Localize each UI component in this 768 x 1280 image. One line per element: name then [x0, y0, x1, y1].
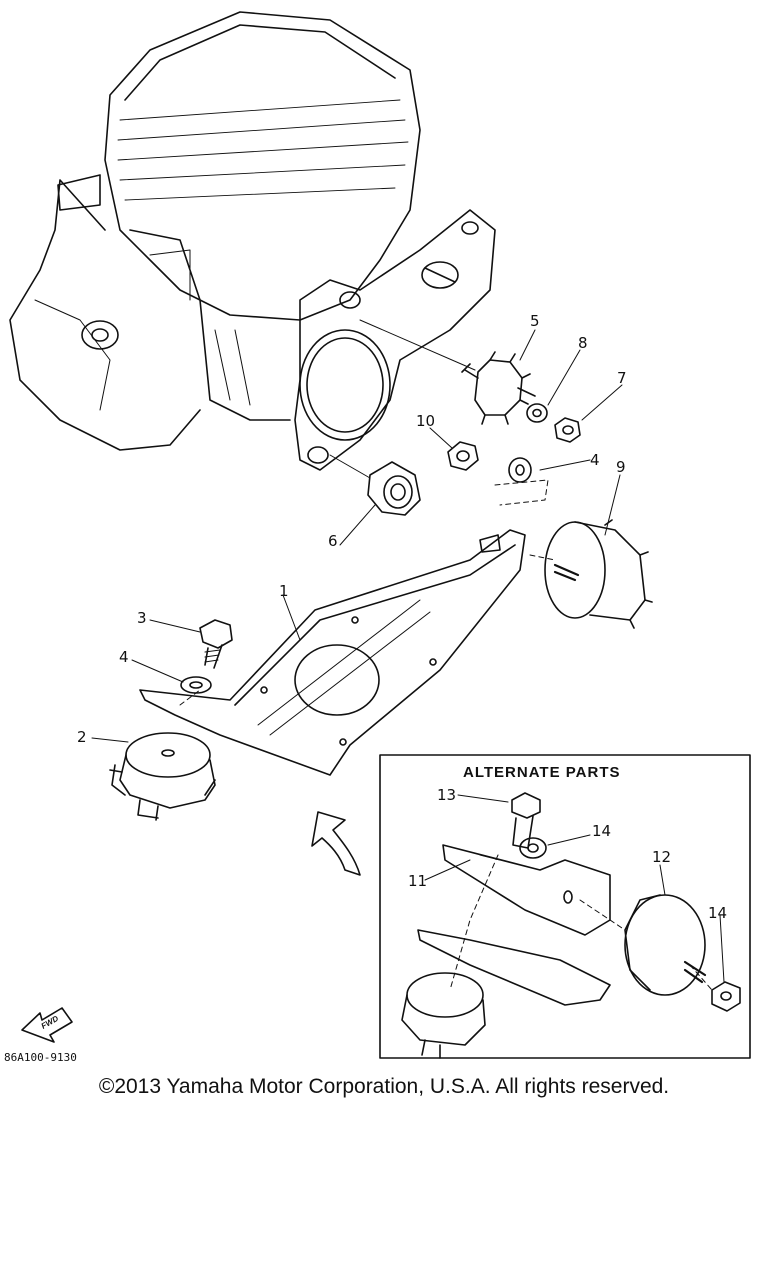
- fwd-label: FWD: [40, 1014, 60, 1031]
- part-14-nut-right: [711, 981, 741, 1012]
- alternate-plate: [417, 929, 611, 1006]
- engine-block: [9, 11, 421, 451]
- part-11-bracket: [442, 844, 611, 936]
- part-4-washer-lower: [180, 676, 212, 694]
- callout-3: 3: [137, 609, 147, 627]
- callout-14-right: 14: [708, 904, 727, 922]
- callout-1: 1: [279, 582, 289, 600]
- callout-2: 2: [77, 728, 87, 746]
- part-14-nut-upper: [519, 837, 547, 859]
- callout-13: 13: [437, 786, 456, 804]
- part-7-nut: [554, 417, 581, 443]
- part-12-mount: [624, 894, 707, 996]
- callout-9: 9: [616, 458, 626, 476]
- part-9-mount: [544, 519, 653, 629]
- part-6-bushing: [329, 454, 421, 516]
- callout-5: 5: [530, 312, 540, 330]
- fwd-arrow-icon: [21, 1007, 73, 1043]
- callout-12: 12: [652, 848, 671, 866]
- part-10-nut: [447, 441, 479, 471]
- callout-10: 10: [416, 412, 435, 430]
- alternate-lower-mount: [401, 972, 486, 1059]
- callout-7: 7: [617, 369, 627, 387]
- diagram-code: 86A100-9130: [4, 1051, 77, 1064]
- callout-4-lower: 4: [119, 648, 129, 666]
- part-1-bracket: [139, 529, 526, 776]
- parts-diagram: 5 8 7 10 4 9 6 1 3 4 2 ALTERNATE PARTS 1…: [4, 11, 751, 1064]
- part-8-washer: [526, 403, 548, 423]
- part-5-damper: [359, 319, 536, 425]
- alternate-guides: [449, 854, 713, 991]
- part-13-bolt: [511, 792, 541, 849]
- assembly-arrow: [311, 811, 361, 876]
- alternate-parts-box: [379, 754, 751, 1059]
- leader-lines: [91, 329, 725, 983]
- callout-11: 11: [408, 872, 427, 890]
- part-3-bolt: [199, 619, 233, 669]
- callout-14-upper: 14: [592, 822, 611, 840]
- copyright-notice: ©2013 Yamaha Motor Corporation, U.S.A. A…: [98, 1075, 670, 1098]
- callout-8: 8: [578, 334, 588, 352]
- part-4-washer-upper: [508, 457, 532, 483]
- cylinder-flange: [294, 209, 496, 471]
- alternate-parts-title: ALTERNATE PARTS: [463, 764, 621, 781]
- callout-4-upper: 4: [590, 451, 600, 469]
- part-2-mount: [109, 732, 216, 821]
- callout-6: 6: [328, 532, 338, 550]
